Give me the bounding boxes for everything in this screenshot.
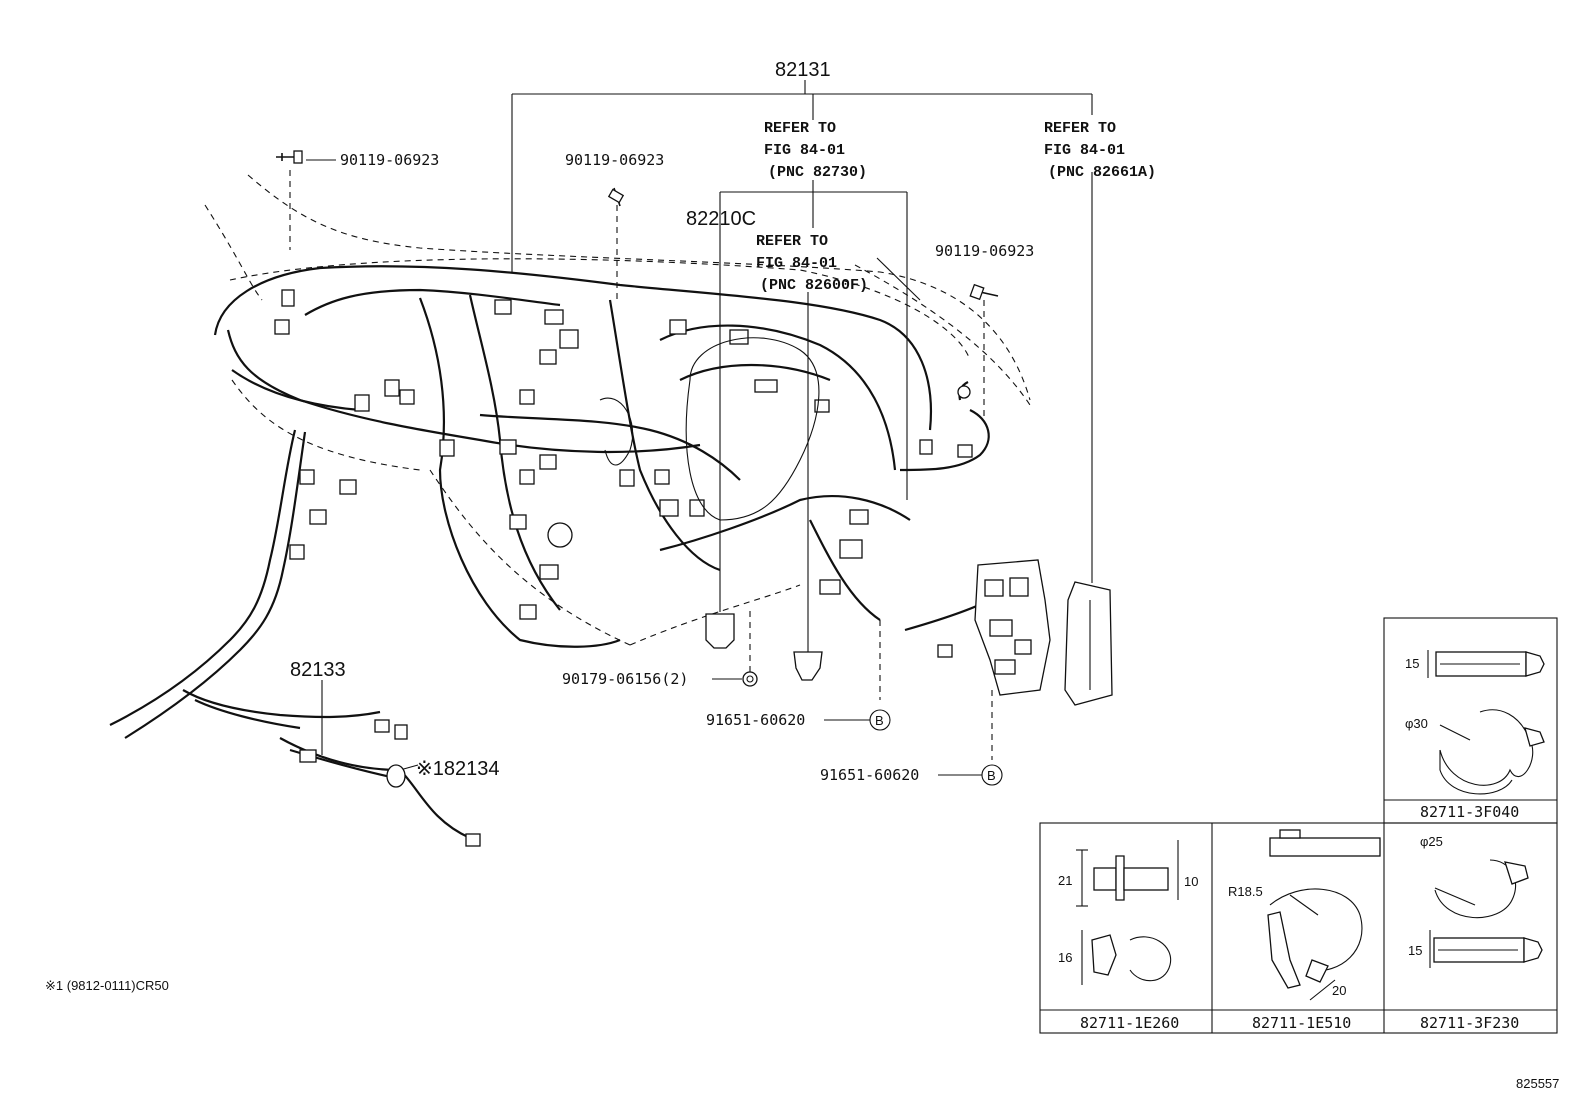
bolt-center <box>607 187 625 207</box>
label-nut: 90179-06156(2) <box>562 670 688 688</box>
label-bolt-right: 90119-06923 <box>935 242 1034 260</box>
label-82131: 82131 <box>775 59 831 81</box>
clip-marker-2: B <box>981 764 1003 786</box>
bolt-right <box>969 283 999 301</box>
callout-labels: 82131 REFER TO FIG 84-01 (PNC 82730) REF… <box>45 59 1559 1091</box>
label-clip-2: 91651-60620 <box>820 766 919 784</box>
refer-82661A-line1: REFER TO <box>1044 120 1116 137</box>
figure-id: 825557 <box>1516 1076 1559 1091</box>
clip-82210C <box>705 613 735 649</box>
clamp-1E260-dim-2: 10 <box>1184 874 1198 889</box>
refer-82600F-line2: FIG 84-01 <box>756 255 837 272</box>
clamp-3F040-part: 82711-3F040 <box>1420 803 1519 821</box>
label-82133: 82133 <box>290 659 346 681</box>
harness-connectors <box>274 289 973 847</box>
clip-marker-2-label: B <box>987 768 996 783</box>
dashboard-outline <box>204 174 1031 646</box>
refer-82730-line2: FIG 84-01 <box>764 142 845 159</box>
footnote: ※1 (9812-0111)CR50 <box>45 978 169 993</box>
clamp-3F040-dim-dia: φ30 <box>1405 716 1428 731</box>
clamp-3F230-part: 82711-3F230 <box>1420 1014 1519 1032</box>
clamp-table <box>1039 617 1558 1034</box>
clip-82600F <box>793 651 823 681</box>
clamp-3F230-dim-height: 15 <box>1408 943 1422 958</box>
meter-area <box>599 337 820 521</box>
nut <box>742 671 758 687</box>
clamp-1E510-dim-width: 20 <box>1332 983 1346 998</box>
refer-82730-line1: REFER TO <box>764 120 836 137</box>
label-clip-1: 91651-60620 <box>706 711 805 729</box>
clip-marker-1-label: B <box>875 713 884 728</box>
label-82134: ※182134 <box>416 758 500 780</box>
clamp-3F230-dim-dia: φ25 <box>1420 834 1443 849</box>
refer-82600F-line1: REFER TO <box>756 233 828 250</box>
harness-bracket <box>1064 581 1113 706</box>
junction-block <box>974 559 1051 696</box>
label-82210C: 82210C <box>686 208 756 230</box>
clamp-3F230: φ25 15 82711-3F230 <box>1408 834 1543 1032</box>
clamp-1E510-dim-radius: R18.5 <box>1228 884 1263 899</box>
clamp-1E510-part: 82711-1E510 <box>1252 1014 1351 1032</box>
clamp-3F040-dim-height: 15 <box>1405 656 1419 671</box>
refer-82661A-line2: FIG 84-01 <box>1044 142 1125 159</box>
clamp-1E260-part: 82711-1E260 <box>1080 1014 1179 1032</box>
clamp-1E260-dim-3: 16 <box>1058 950 1072 965</box>
clamp-1E510: R18.5 20 82711-1E510 <box>1228 829 1381 1032</box>
clamp-1E260: 21 10 16 82711-1E260 <box>1058 840 1198 1032</box>
clamp-3F040: 15 φ30 82711-3F040 <box>1405 650 1545 821</box>
clamp-1E260-dim-1: 21 <box>1058 873 1072 888</box>
bolt-left <box>276 150 303 164</box>
clip-marker-1: B <box>869 709 891 731</box>
refer-82661A-line3: (PNC 82661A) <box>1048 164 1156 181</box>
refer-82730-line3: (PNC 82730) <box>768 164 867 181</box>
label-bolt-center: 90119-06923 <box>565 151 664 169</box>
label-bolt-left: 90119-06923 <box>340 151 439 169</box>
refer-82600F-line3: (PNC 82600F) <box>760 277 868 294</box>
